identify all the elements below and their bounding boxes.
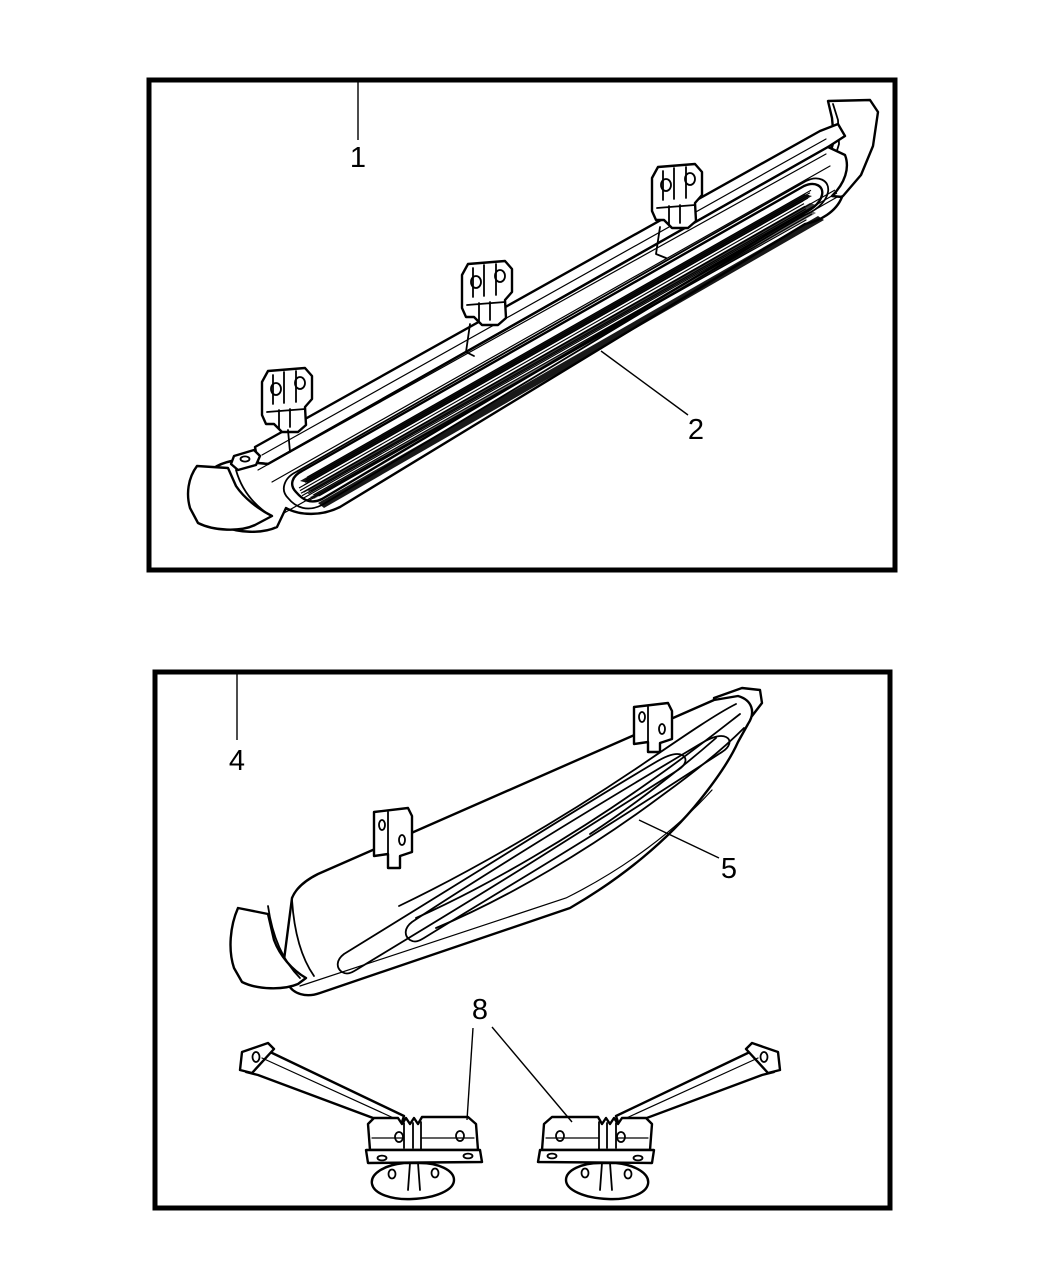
left-bracket-foot-hole-a xyxy=(387,1168,397,1180)
left-bracket-foot-fin xyxy=(407,1162,421,1191)
front-mounting-tab xyxy=(229,448,262,472)
callout-2-label: 2 xyxy=(688,414,704,446)
bracket-front-hole-b xyxy=(294,376,306,390)
board-crease-mid xyxy=(271,165,831,483)
left-bracket-arm xyxy=(242,1044,406,1130)
front-end-cap-crease xyxy=(235,469,269,515)
panel-bottom-border xyxy=(152,669,893,1211)
left-bracket-hole-d xyxy=(462,1152,474,1160)
right-support-bracket xyxy=(536,1041,782,1201)
tread-shade-band xyxy=(300,194,812,483)
right-bracket-hole-b xyxy=(555,1130,565,1142)
board-crease-lower xyxy=(283,219,807,514)
step-front-cap-crease xyxy=(267,905,301,979)
left-bracket-arm-hole xyxy=(251,1051,261,1063)
bracket-front-body xyxy=(260,366,314,434)
bracket-mid-body xyxy=(460,259,514,327)
right-bracket-arm xyxy=(614,1044,778,1130)
board-mounting-bracket xyxy=(650,162,704,259)
callout-2-leader xyxy=(600,350,689,416)
left-bracket-oval-foot xyxy=(370,1161,456,1201)
left-bracket-base xyxy=(366,1115,480,1152)
step-rib-1 xyxy=(398,703,737,907)
callout-5-leader xyxy=(638,819,720,859)
bracket-rear-body xyxy=(650,162,704,230)
left-bracket-hole-c xyxy=(376,1154,388,1162)
callout-8-leader-right xyxy=(491,1026,573,1123)
right-bracket-hole-a xyxy=(616,1131,626,1143)
step-lower-crease xyxy=(299,789,713,987)
right-bracket-arm-tab xyxy=(744,1041,782,1075)
step-bracket-front xyxy=(372,806,414,870)
callout-5: 5 xyxy=(638,819,737,885)
bracket-rear-leg xyxy=(655,226,667,259)
panel-running-board-assembly: 1 2 xyxy=(146,77,898,573)
callout-1-label: 1 xyxy=(350,142,366,174)
molded-step-pad xyxy=(229,686,764,997)
callout-4-label: 4 xyxy=(229,745,245,777)
step-rib-2 xyxy=(415,713,741,919)
board-under-shadow xyxy=(318,216,824,508)
left-bracket-arm-tab xyxy=(238,1041,276,1075)
right-bracket-arm-crease xyxy=(621,1057,759,1121)
callout-5-label: 5 xyxy=(721,853,737,885)
callout-2: 2 xyxy=(600,350,704,446)
right-bracket-foot-hole-b xyxy=(580,1167,590,1179)
bracket-rear-hole-b xyxy=(684,172,696,186)
board-mounting-bracket xyxy=(460,259,514,357)
front-end-cap xyxy=(186,464,274,531)
left-bracket-hole-b xyxy=(455,1130,465,1142)
panel-top-border xyxy=(146,77,898,573)
bracket-mid-hole-a xyxy=(470,275,482,289)
right-bracket-hole-c xyxy=(632,1154,644,1162)
board-outer-shell xyxy=(196,145,849,533)
board-top-rail-highlight xyxy=(261,138,827,456)
front-tab-hole xyxy=(239,455,251,463)
right-bracket-hole-d xyxy=(546,1152,558,1160)
step-front-cap-crease-2 xyxy=(291,899,315,977)
step-rib-4 xyxy=(589,737,717,835)
bracket-mid-leg xyxy=(465,323,475,357)
callout-1: 1 xyxy=(350,80,366,174)
callout-4: 4 xyxy=(229,672,245,777)
step-bracket-rear-hole-a xyxy=(638,711,646,723)
step-recess-upper xyxy=(404,735,731,943)
ribbed-tread-surface xyxy=(290,182,842,503)
bracket-front-leg xyxy=(287,429,291,453)
callout-8-label: 8 xyxy=(472,994,488,1026)
step-bracket-rear-hole-b xyxy=(658,723,666,735)
left-support-bracket xyxy=(238,1041,484,1201)
right-bracket-base xyxy=(540,1115,654,1152)
step-rib-3 xyxy=(435,727,745,929)
board-crease-upper xyxy=(257,153,827,471)
right-bracket-oval-foot xyxy=(564,1161,650,1201)
step-bracket-front-hole-a xyxy=(378,819,386,831)
bracket-mid-hole-b xyxy=(494,269,506,283)
tread-shade-band-2 xyxy=(306,203,816,492)
bracket-rear-hole-a xyxy=(660,178,672,192)
panel-side-step-and-brackets: 4 5 8 xyxy=(152,669,893,1211)
right-bracket-foot-hole-a xyxy=(623,1168,633,1180)
board-mounting-bracket xyxy=(260,366,314,453)
step-bracket-rear xyxy=(632,701,674,754)
callout-8: 8 xyxy=(466,994,573,1123)
left-bracket-hole-a xyxy=(394,1131,404,1143)
step-front-end-cap xyxy=(229,906,308,990)
left-bracket-foot-hole-b xyxy=(430,1167,440,1179)
callout-8-leader-left xyxy=(466,1027,474,1121)
right-bracket-arm-hole xyxy=(759,1051,769,1063)
right-bracket-foot-fin xyxy=(599,1162,613,1191)
step-well-outline xyxy=(282,177,830,510)
right-bracket-foot-plate xyxy=(536,1148,656,1165)
bracket-front-hole-a xyxy=(270,382,282,396)
left-bracket-foot-plate xyxy=(364,1148,484,1165)
left-bracket-arm-crease xyxy=(261,1057,399,1121)
step-bracket-front-hole-b xyxy=(398,834,406,846)
running-board-body xyxy=(186,98,880,533)
step-recess-lower xyxy=(336,753,687,975)
